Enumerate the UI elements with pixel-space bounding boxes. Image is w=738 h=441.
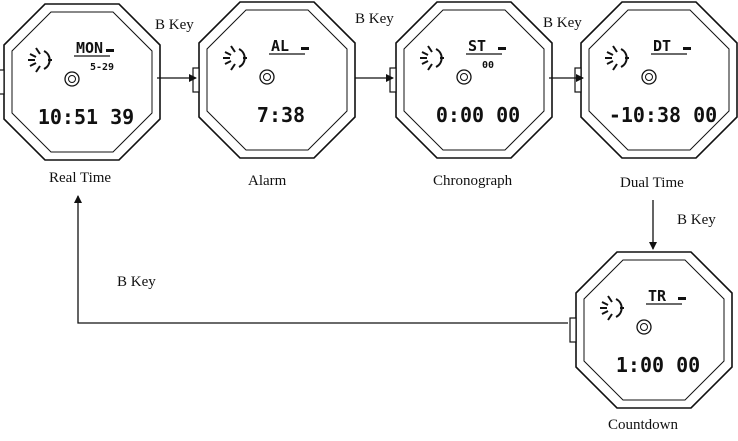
lcd-top-text: MON	[76, 39, 103, 57]
mode-label-alarm: Alarm	[248, 173, 287, 189]
lcd-top-text: AL	[271, 37, 289, 55]
b-key-label-4: B Key	[677, 212, 716, 228]
mode-label-countdown: Countdown	[608, 417, 679, 433]
watch-countdown: TR 1:00 00	[569, 251, 733, 409]
mode-label-dual-time: Dual Time	[620, 175, 684, 191]
watch-chronograph: ST 00 0:00 00	[389, 1, 553, 159]
lcd-sub-text: 5-29	[90, 62, 114, 73]
lcd-time-text: 10:51 39	[38, 105, 134, 129]
watch-alarm: AL 7:38	[192, 1, 356, 159]
mode-label-chronograph: Chronograph	[433, 173, 513, 189]
b-key-label-5: B Key	[117, 274, 156, 290]
watch-dual-time: DT -10:38 00	[574, 1, 738, 159]
b-key-label-2: B Key	[355, 11, 394, 27]
b-key-label-1: B Key	[155, 17, 194, 33]
mode-label-real-time: Real Time	[49, 170, 112, 186]
lcd-top-text: ST	[468, 37, 486, 55]
lcd-top-text: TR	[648, 287, 667, 305]
watch-body-icon	[192, 1, 356, 159]
lcd-time-text: 1:00 00	[616, 353, 700, 377]
lcd-time-text: 0:00 00	[436, 103, 520, 127]
lcd-time-text: 7:38	[257, 103, 305, 127]
watch-body-icon	[569, 251, 733, 409]
watch-body-icon	[0, 3, 161, 161]
lcd-time-text: -10:38 00	[609, 103, 717, 127]
lcd-top-text: DT	[653, 37, 671, 55]
arrow-countdown-to-realtime	[74, 195, 568, 324]
b-key-label-3: B Key	[543, 15, 582, 31]
lcd-sub-text: 00	[482, 60, 494, 71]
watch-real-time: MON 5-29 10:51 39	[0, 3, 161, 161]
watch-body-icon	[574, 1, 738, 159]
watch-body-icon	[389, 1, 553, 159]
